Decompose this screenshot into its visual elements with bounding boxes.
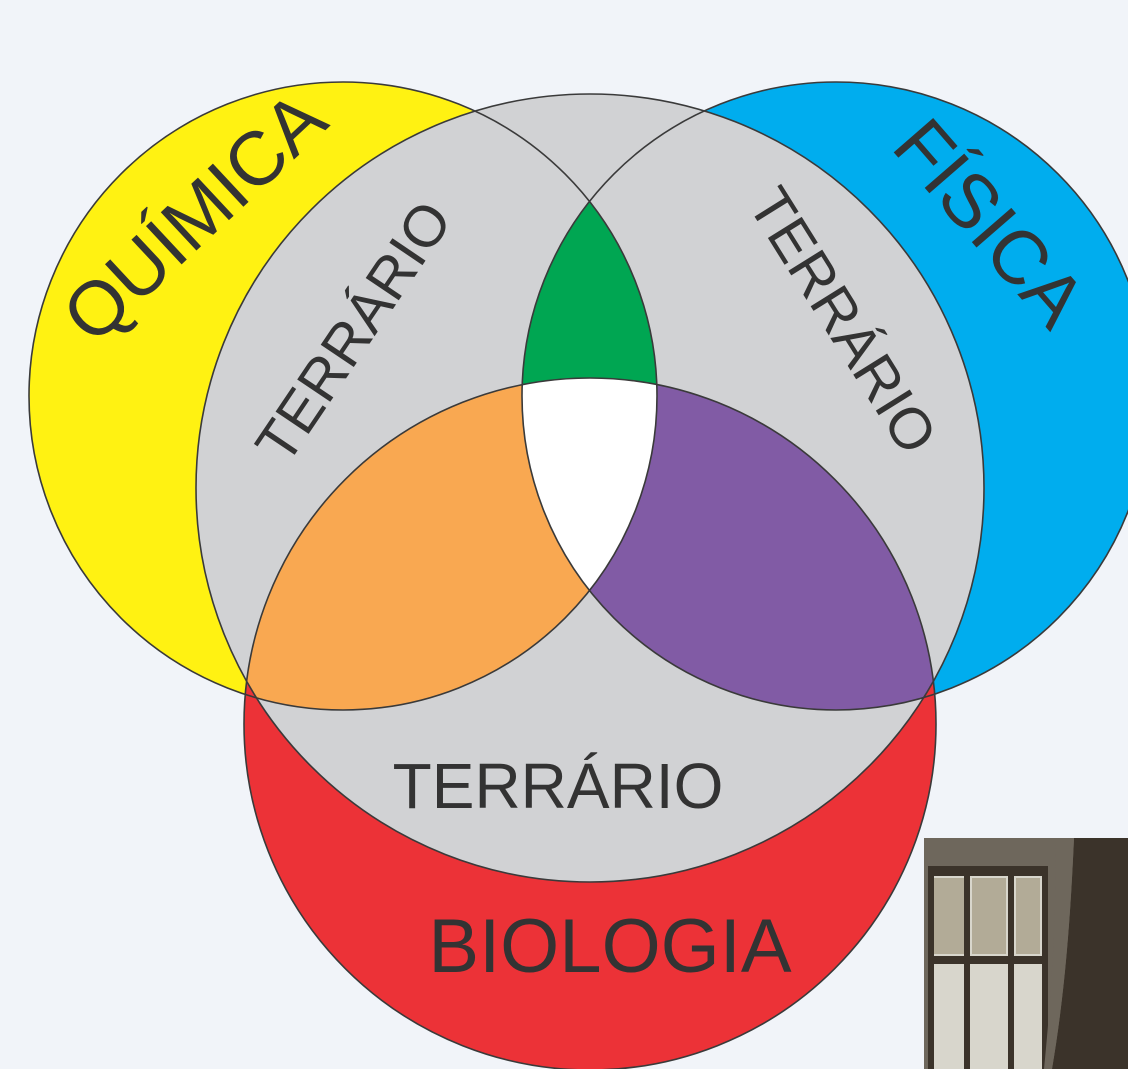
window-curtain-photo [924,838,1128,1069]
quimica-outline [28,81,658,711]
terrario-outline [195,93,985,883]
terrario-label-bottom: TERRÁRIO [393,750,724,822]
photo-image [924,838,1128,1069]
biologia-label: BIOLOGIA [428,904,792,989]
biologia-outline [243,377,937,1069]
fisica-outline [521,81,1128,711]
